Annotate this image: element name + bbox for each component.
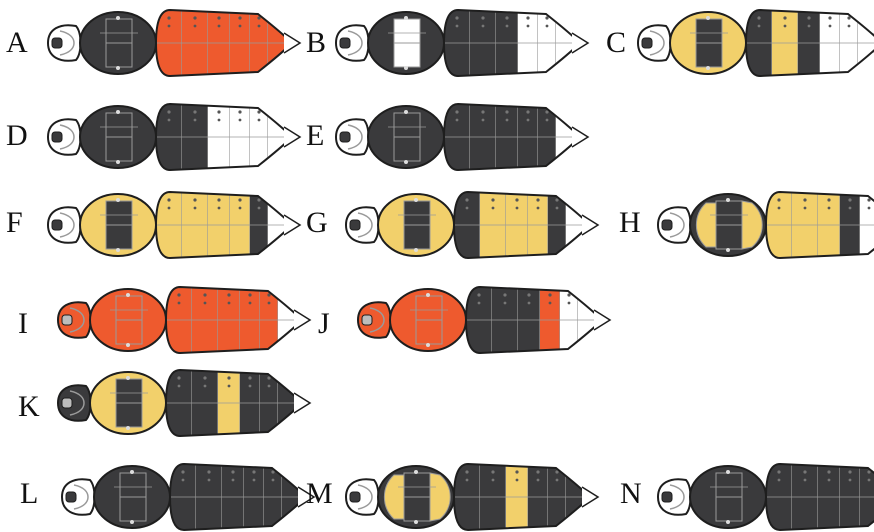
bee-thorax bbox=[670, 12, 746, 74]
figure-label: C bbox=[606, 26, 626, 59]
figure-label: L bbox=[20, 477, 38, 510]
bee-head bbox=[336, 25, 369, 61]
bee-figure bbox=[336, 8, 588, 78]
bee-abdomen bbox=[766, 190, 874, 260]
bee-abdomen bbox=[166, 368, 310, 438]
figure-label: M bbox=[306, 477, 333, 510]
bee-figure bbox=[58, 368, 310, 438]
figure-label: I bbox=[18, 307, 28, 340]
bee-abdomen bbox=[454, 190, 598, 260]
bee-figure bbox=[48, 190, 300, 260]
bee-head bbox=[658, 207, 691, 243]
figure-label: G bbox=[306, 206, 328, 239]
bee-thorax bbox=[690, 466, 766, 528]
bee-thorax bbox=[90, 372, 166, 434]
bee-head bbox=[48, 207, 81, 243]
bee-thorax bbox=[80, 194, 156, 256]
bee-figure bbox=[658, 190, 874, 260]
figure-label: D bbox=[6, 119, 28, 152]
bee-abdomen bbox=[454, 462, 598, 532]
bee-head bbox=[48, 25, 81, 61]
bee-figure bbox=[638, 8, 874, 78]
bee-figure bbox=[62, 462, 314, 532]
bee-figure bbox=[336, 102, 588, 172]
bee-abdomen bbox=[746, 8, 874, 78]
bee-figure bbox=[58, 285, 310, 355]
bee-head bbox=[658, 479, 691, 515]
bee-figure bbox=[358, 285, 610, 355]
figure-label: J bbox=[318, 307, 330, 340]
bee-thorax bbox=[368, 106, 444, 168]
bee-figure bbox=[346, 190, 598, 260]
bee-abdomen bbox=[156, 8, 300, 78]
bee-head bbox=[346, 479, 379, 515]
bee-thorax bbox=[80, 12, 156, 74]
bee-head bbox=[358, 302, 391, 338]
bee-thorax bbox=[378, 466, 454, 528]
bee-head bbox=[336, 119, 369, 155]
bee-abdomen bbox=[156, 102, 300, 172]
bee-figure bbox=[48, 102, 300, 172]
bee-thorax bbox=[90, 289, 166, 351]
bee-abdomen bbox=[766, 462, 874, 532]
figure-label: B bbox=[306, 26, 326, 59]
figure-label: A bbox=[6, 26, 28, 59]
bee-head bbox=[346, 207, 379, 243]
bee-thorax bbox=[94, 466, 170, 528]
figure-label: E bbox=[306, 119, 324, 152]
bee-abdomen bbox=[444, 102, 588, 172]
bee-abdomen bbox=[466, 285, 610, 355]
figure-label: H bbox=[619, 206, 641, 239]
bee-abdomen bbox=[170, 462, 314, 532]
figure-label: N bbox=[620, 477, 642, 510]
bee-figure bbox=[48, 8, 300, 78]
bee-head bbox=[62, 479, 95, 515]
bee-thorax bbox=[80, 106, 156, 168]
figure-label: K bbox=[18, 390, 40, 423]
bee-thorax bbox=[378, 194, 454, 256]
bee-figure bbox=[346, 462, 598, 532]
bee-abdomen bbox=[166, 285, 310, 355]
bee-head bbox=[58, 302, 91, 338]
bee-thorax bbox=[690, 194, 766, 256]
bee-head bbox=[48, 119, 81, 155]
figure-label: F bbox=[6, 206, 23, 239]
bee-abdomen bbox=[444, 8, 588, 78]
bee-thorax bbox=[368, 12, 444, 74]
bee-figure bbox=[658, 462, 874, 532]
bee-abdomen bbox=[156, 190, 300, 260]
bee-head bbox=[638, 25, 671, 61]
bee-head bbox=[58, 385, 91, 421]
bee-thorax bbox=[390, 289, 466, 351]
